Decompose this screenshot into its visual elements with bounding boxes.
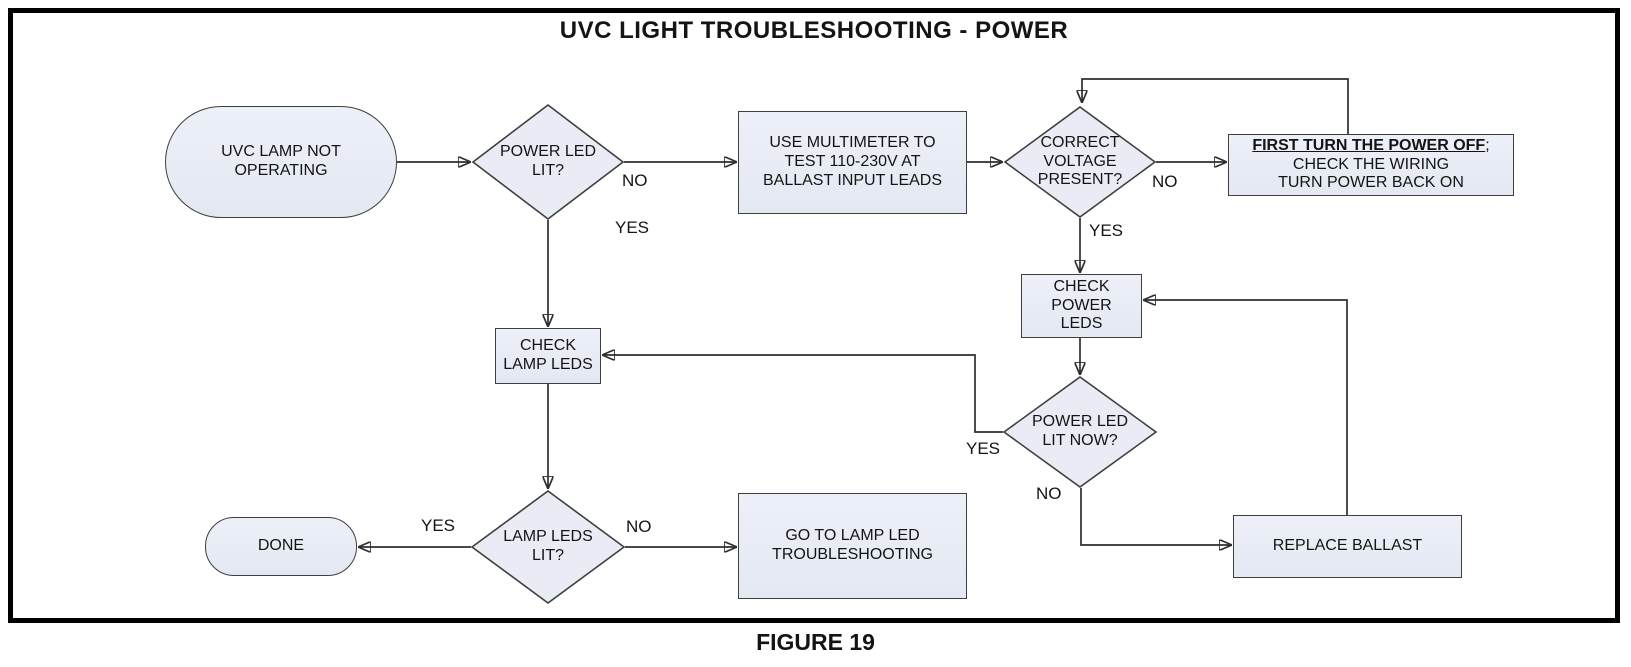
- diagram-frame: [8, 8, 1620, 623]
- diamond-shape: [471, 490, 625, 604]
- use-multimeter-line2: TEST 110-230V AT: [784, 153, 921, 171]
- power-off-emphasis: FIRST TURN THE POWER OFF: [1252, 136, 1486, 154]
- edge-replaceballast-to-checkpower: [1144, 300, 1348, 515]
- goto-line1: GO TO LAMP LED: [785, 527, 920, 545]
- decision-correct-voltage: CORRECT VOLTAGE PRESENT?: [1004, 106, 1156, 218]
- edge-label-power-led-lit-no: NO: [622, 171, 648, 190]
- check-power-line1: CHECK: [1053, 277, 1110, 295]
- process-goto-lamp-led-troubleshooting: GO TO LAMP LED TROUBLESHOOTING: [738, 493, 967, 599]
- edge-powerledlitnow-no-to-replaceballast: [1080, 488, 1231, 545]
- power-led-lit-now-line2: LIT NOW?: [1042, 432, 1118, 449]
- check-power-line2: POWER: [1051, 296, 1112, 314]
- diamond-shape: [1003, 376, 1157, 488]
- edge-label-power-led-lit-now-no: NO: [1036, 484, 1062, 503]
- start-line1: UVC LAMP NOT: [221, 143, 341, 161]
- power-off-line2: CHECK THE WIRING: [1292, 155, 1450, 173]
- use-multimeter-line3: BALLAST INPUT LEADS: [762, 171, 943, 189]
- edge-label-power-led-lit-yes: YES: [615, 218, 650, 237]
- start-line2: OPERATING: [234, 162, 328, 179]
- edge-poweroff-loop-to-correctvoltage: [1082, 78, 1349, 134]
- power-led-lit-line2: LIT?: [531, 162, 564, 179]
- check-power-line3: LEDS: [1060, 315, 1103, 333]
- end-node-done: DONE: [205, 517, 357, 576]
- power-off-line3: TURN POWER BACK ON: [1278, 174, 1464, 192]
- check-lamp-line2: LAMP LEDS: [503, 356, 593, 373]
- process-use-multimeter: USE MULTIMETER TO TEST 110-230V AT BALLA…: [738, 111, 967, 214]
- start-node-uvc-lamp-not-operating: UVC LAMP NOT OPERATING: [165, 106, 397, 218]
- process-replace-ballast: REPLACE BALLAST: [1233, 515, 1462, 578]
- edge-label-correct-voltage-yes: YES: [1089, 221, 1124, 240]
- process-check-lamp-leds: CHECK LAMP LEDS: [495, 328, 601, 384]
- correct-voltage-line2: VOLTAGE: [1043, 152, 1117, 170]
- edge-label-lamp-leds-lit-yes: YES: [421, 516, 456, 535]
- goto-line2: TROUBLESHOOTING: [772, 546, 933, 563]
- diamond-shape: [1004, 106, 1156, 218]
- power-led-lit-line1: POWER LED: [499, 143, 596, 161]
- use-multimeter-line1: USE MULTIMETER TO: [769, 134, 936, 152]
- edge-label-power-led-lit-now-yes: YES: [966, 439, 1001, 458]
- edge-label-lamp-leds-lit-no: NO: [626, 517, 652, 536]
- done-label: DONE: [257, 537, 305, 555]
- edge-powerledlitnow-yes-to-checklamp: [603, 355, 1003, 433]
- process-turn-power-off: FIRST TURN THE POWER OFF; CHECK THE WIRI…: [1228, 134, 1514, 196]
- decision-power-led-lit-now: POWER LED LIT NOW?: [1003, 376, 1157, 488]
- lamp-leds-lit-line2: LIT?: [531, 547, 564, 564]
- decision-power-led-lit: POWER LED LIT?: [472, 104, 624, 220]
- power-led-lit-now-line1: POWER LED: [1031, 413, 1128, 431]
- figure-caption: FIGURE 19: [756, 629, 875, 655]
- correct-voltage-line1: CORRECT: [1040, 133, 1120, 151]
- replace-ballast-label: REPLACE BALLAST: [1272, 537, 1423, 555]
- diamond-shape: [472, 104, 624, 220]
- correct-voltage-line3: PRESENT?: [1037, 171, 1123, 189]
- lamp-leds-lit-line1: LAMP LEDS: [503, 528, 593, 546]
- diagram-title: UVC LIGHT TROUBLESHOOTING - POWER: [559, 17, 1069, 44]
- edge-label-correct-voltage-no: NO: [1152, 172, 1178, 191]
- power-off-semicolon: ;: [1485, 136, 1490, 154]
- check-lamp-line1: CHECK: [519, 337, 576, 355]
- decision-lamp-leds-lit: LAMP LEDS LIT?: [471, 490, 625, 604]
- process-check-power-leds: CHECK POWER LEDS: [1021, 274, 1142, 338]
